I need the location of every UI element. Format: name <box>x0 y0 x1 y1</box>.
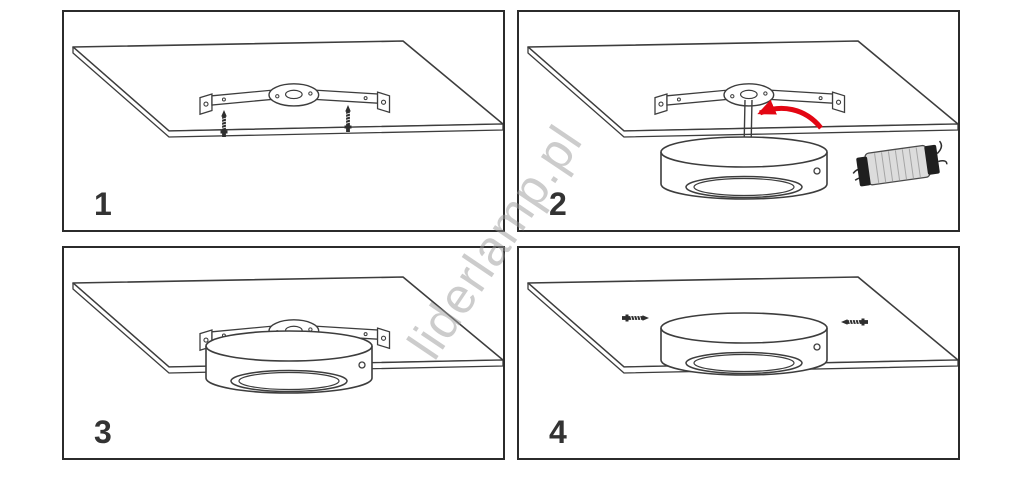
step-2-illustration <box>527 40 958 200</box>
step-4-illustration <box>527 276 958 376</box>
ceiling-lamp-drawing <box>660 312 828 376</box>
step-number: 1 <box>94 186 112 222</box>
led-driver-drawing <box>849 139 950 189</box>
step-number: 4 <box>549 414 567 450</box>
step-number: 3 <box>94 414 112 450</box>
step-3-illustration <box>72 276 503 394</box>
step-2-panel: 2 <box>517 10 960 232</box>
step-number: 2 <box>549 186 567 222</box>
ceiling-lamp-drawing <box>205 330 373 394</box>
ceiling-lamp-drawing <box>660 136 828 200</box>
step-4-panel: 4 <box>517 246 960 460</box>
step-1-illustration <box>72 40 503 138</box>
step-1-panel: 1 <box>62 10 505 232</box>
insert-direction-arrow <box>757 99 823 130</box>
step-3-panel: 3 <box>62 246 505 460</box>
